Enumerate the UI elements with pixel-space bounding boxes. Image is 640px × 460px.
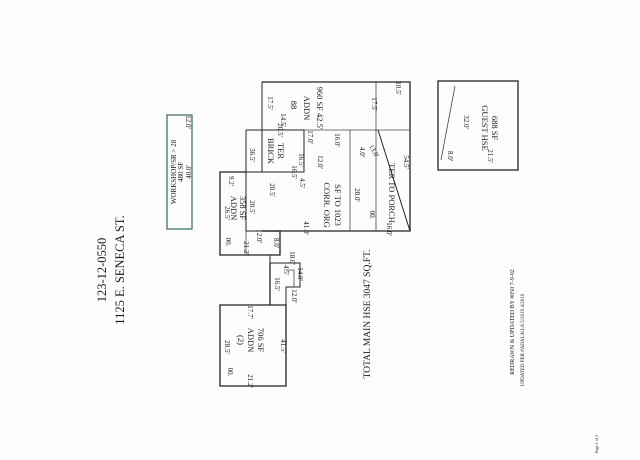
dim-12-0-addn: 12.0' [255, 229, 263, 243]
addn-left-title: ADDN [229, 196, 239, 221]
dim-18-0: 18.0' [288, 251, 296, 265]
corr-org-line2: SF TO 1023 [333, 184, 343, 226]
guest-house: GUEST HSE 688 SF 32.0' 21.5' 8.0' [437, 80, 519, 171]
workshop-dim-length: 40.0' [185, 165, 193, 179]
dim-00-corr: 00. [368, 211, 376, 220]
dim-28-0: 28.0' [353, 188, 361, 202]
dim-26-5: 26.5' [223, 206, 231, 220]
dim-41-0: 41.0' [302, 221, 310, 235]
dim-16-5-stub: 16.5' [273, 277, 281, 291]
workshop-area: 480 SF [177, 162, 185, 182]
dim-16-0: 16.0' [333, 133, 341, 147]
dim-28-5: 28.5' [223, 340, 231, 354]
brick-ter-line1: BRICK [266, 138, 276, 165]
parcel-id: 123-12-0550 [95, 238, 109, 303]
brick-ter-line2: TER [276, 143, 286, 159]
dim-4-5-stub: 4.5' [282, 265, 290, 275]
dim-14-5: 14.5' [279, 113, 287, 127]
dim-00-lower: 00. [226, 368, 234, 377]
dim-12-0-stub: 12.0' [290, 289, 298, 303]
dim-4-0: 4.0' [358, 147, 366, 157]
addn-88-number: 88 [289, 101, 299, 110]
guest-dim-8-0: 8.0' [446, 151, 454, 161]
dim-8-0: 8.0' [272, 238, 280, 248]
guest-house-area: 688 SF [490, 116, 500, 141]
corner-mark: Page 1 of 1 [594, 435, 599, 453]
dim-36-5: 36.5' [248, 148, 256, 162]
address: 1125 E. SENECA ST. [113, 215, 127, 324]
addn-88-area: 960 SF 42.5' [315, 87, 325, 130]
guest-dim-21-5: 21.5' [486, 149, 494, 163]
dim-4-5: 4.5' [298, 178, 306, 188]
dim-16-0-bottom: 16.0' [385, 222, 393, 236]
addn-2-number: (2) [236, 335, 246, 345]
dim-21-2: 21.2' [242, 241, 250, 255]
main-house-outline [219, 81, 411, 387]
dim-21-2-lower: 21.2' [246, 374, 254, 388]
workshop-dim-width: 12.0' [184, 115, 192, 129]
dim-17-5-top: 17.5' [266, 96, 274, 110]
total-main-house: TOTAL MAIN HSE 3047 SQ.FT. [363, 250, 373, 379]
dim-16-5: 16.5' [297, 153, 305, 167]
dim-17-7: 17.7' [246, 305, 254, 319]
guest-dim-32-0: 32.0' [462, 115, 470, 129]
main-house-labels: 88 ADDN 960 SF 42.5' BRICK TER CORR. ORG… [229, 87, 397, 379]
dim-9-2: 9.2' [227, 176, 235, 186]
dim-41-5: 41.5' [279, 339, 287, 353]
updated-note: UPDATED PER #ADAL/KLA 5/2019 4/2019 [521, 293, 526, 386]
dim-00-addn: 00. [224, 238, 232, 247]
dim-20-5-side: 20.5' [248, 200, 256, 214]
dim-17-5-right: 17.5' [370, 97, 378, 111]
dim-17-0: 17.0' [306, 130, 314, 144]
dim-20-5-ter: 20.5' [276, 123, 284, 137]
dim-12-0-corr: 12.0' [316, 155, 324, 169]
dim-13-0: 13.0' [367, 143, 381, 159]
dim-14-0: 14.0' [296, 267, 304, 281]
dim-20-5-addn: 20.5' [268, 183, 276, 197]
dim-54-5: 54.5' [402, 155, 410, 169]
addn-left-area: 358 SF [238, 196, 248, 221]
addn-88-title: ADDN [302, 96, 312, 121]
workshop-building: WORKSHOP/SR > 28 480 SF 12.0' 40.0' [166, 114, 193, 230]
addn-2-title: ADDN [246, 328, 256, 353]
dim-10-5-top: 10.5' [394, 81, 402, 95]
ter-to-porch-label: TER TO PORCH [387, 163, 397, 223]
main-house-dimensions: 17.5' 10.5' 17.5' 14.5' 16.0' 17.0' 12.0… [223, 81, 410, 388]
corr-org-line1: CORR. ORG [322, 182, 332, 227]
dim-16-5-b: 16.5' [290, 165, 298, 179]
addn-2-area: 706 SF [256, 328, 266, 353]
redrawn-note: REDRAWN & UPDATED BY #050 7-9-02 [510, 269, 516, 374]
workshop-label: WORKSHOP/SR > 28 [170, 139, 178, 204]
guest-house-title: GUEST HSE [480, 105, 490, 150]
